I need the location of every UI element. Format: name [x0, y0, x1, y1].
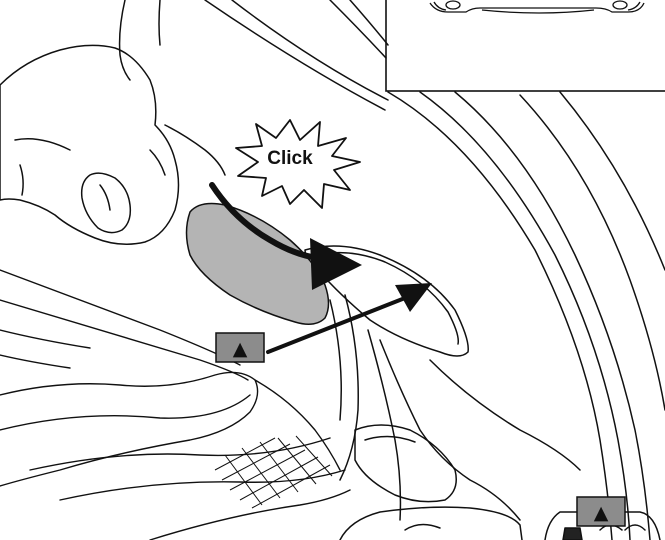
triangle-icon: ▲ [594, 502, 609, 524]
click-label: Click [267, 148, 313, 169]
trim-clip-part [187, 204, 329, 325]
marker-bottom-right: ▲ [577, 497, 625, 526]
click-callout: Click [236, 120, 360, 208]
marker-left: ▲ [216, 333, 264, 362]
hand-illustration [0, 0, 225, 244]
inset-view [386, 0, 665, 91]
inset-frame [386, 0, 665, 91]
stitching-pattern [215, 436, 332, 508]
triangle-icon: ▲ [233, 338, 248, 360]
